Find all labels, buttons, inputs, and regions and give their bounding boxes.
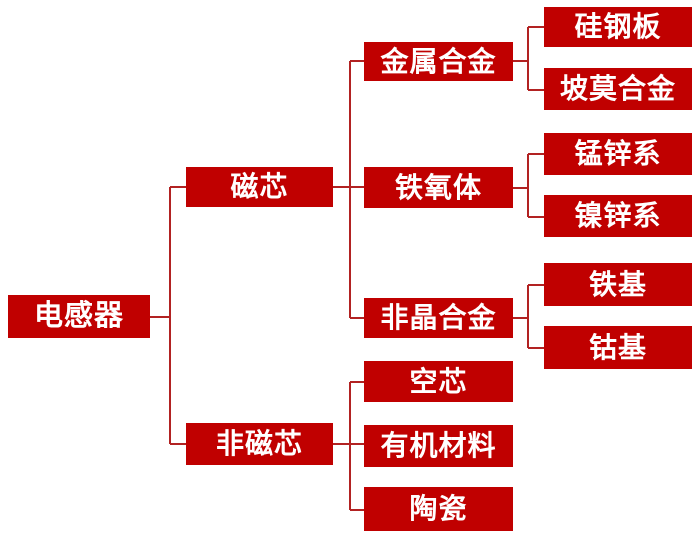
node-cobalt-based: 钴基 — [544, 326, 692, 369]
node-air-core: 空芯 — [364, 361, 513, 402]
node-magnetic-core: 磁芯 — [186, 167, 333, 207]
node-permalloy: 坡莫合金 — [544, 68, 692, 110]
node-mn-zn-series: 锰锌系 — [544, 133, 692, 175]
node-ni-zn-series: 镍锌系 — [544, 195, 692, 237]
node-silicon-steel-sheet: 硅钢板 — [544, 7, 692, 47]
node-amorphous-alloy: 非晶合金 — [364, 298, 513, 338]
node-iron-based: 铁基 — [544, 263, 692, 306]
node-metal-alloy: 金属合金 — [364, 42, 513, 81]
node-ferrite: 铁氧体 — [364, 167, 513, 208]
node-non-magnetic-core: 非磁芯 — [186, 423, 333, 465]
node-ceramic: 陶瓷 — [364, 487, 513, 531]
connector-path — [150, 26, 544, 511]
node-inductor: 电感器 — [8, 295, 150, 338]
node-organic-material: 有机材料 — [364, 425, 513, 467]
